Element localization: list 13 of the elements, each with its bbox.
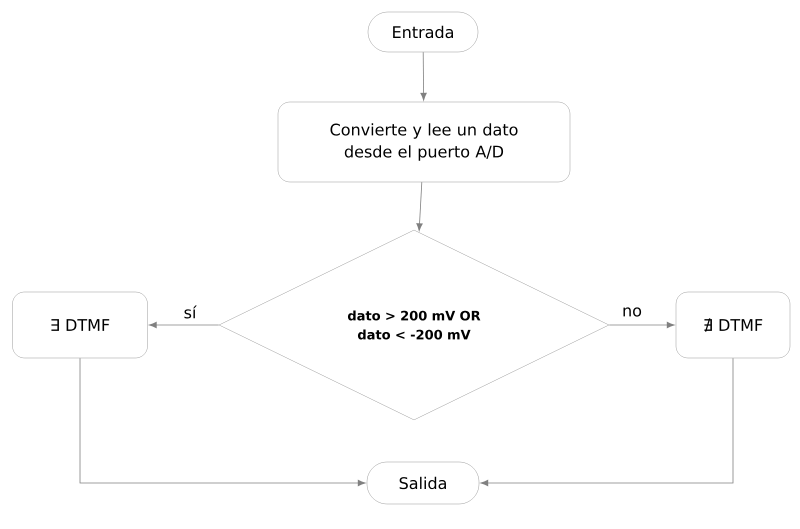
edge-label: sí bbox=[182, 304, 198, 320]
edge-label: no bbox=[621, 306, 643, 318]
arrow bbox=[416, 182, 423, 232]
arrow bbox=[148, 322, 220, 328]
result-box: ∄ DTMF bbox=[676, 292, 790, 358]
result-box: ∃ DTMF bbox=[12, 292, 148, 358]
arrow bbox=[608, 322, 675, 328]
process-box: Convierte y lee un dato desde el puerto A/D bbox=[278, 102, 570, 182]
arrow bbox=[480, 358, 734, 486]
terminal-box: Salida bbox=[366, 462, 480, 504]
terminal-box: Entrada bbox=[368, 12, 478, 52]
arrow bbox=[420, 52, 427, 101]
arrow bbox=[80, 358, 366, 486]
